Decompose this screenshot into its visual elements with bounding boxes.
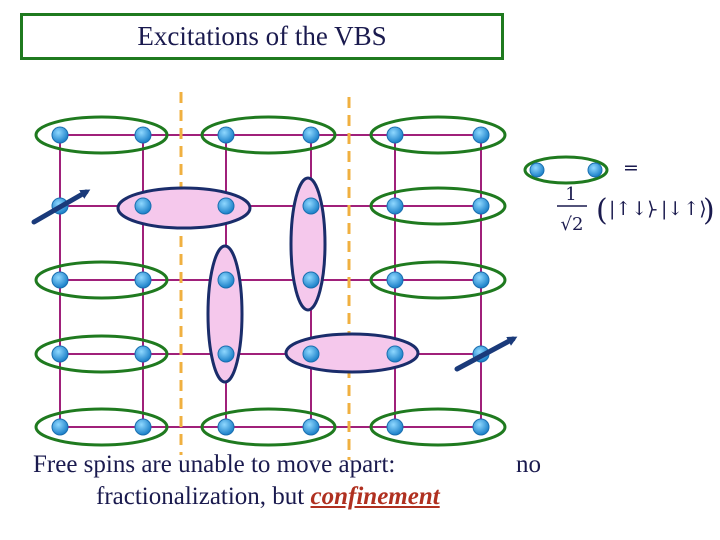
spin-site [217,126,235,144]
spin-site [217,418,235,436]
spin-site [217,271,235,289]
excited-dimer-vertical-right [289,176,327,312]
spin-site [134,126,152,144]
spin-site [217,345,235,363]
spin-site [302,197,320,215]
spin-site [302,345,320,363]
spin-site [386,271,404,289]
spin-site [386,418,404,436]
slide-title: Excitations of the VBS [20,13,504,60]
spin-site [386,197,404,215]
excited-dimer-horizontal-top [116,186,252,230]
legend-denominator: √2 [561,214,584,235]
spin-site [386,345,404,363]
caption-emphasis: confinement [310,483,440,510]
spin-site [302,126,320,144]
valence-bond-dimers [34,115,507,447]
legend-minus: - [651,198,657,220]
excited-dimers [116,176,420,384]
dimer [34,407,169,447]
spin-site [472,126,490,144]
spin-site [472,418,490,436]
free-spin-arrow-right [454,336,518,372]
spin-site [51,418,69,436]
caption-prefix: fractionalization, but [96,483,311,510]
legend-spin-left [529,162,545,178]
spin-site [134,418,152,436]
excited-dimer-horizontal-bottom [284,332,420,374]
dimer [34,260,169,300]
spin-site [134,345,152,363]
caption-line-2: fractionalization, but confinement [96,483,440,511]
dimer [200,407,337,447]
legend-dimer [523,155,609,185]
domain-walls [179,92,351,460]
free-spins [31,189,518,372]
caption-no: no [516,451,541,478]
lattice-bonds [59,134,482,428]
legend-equals: = [623,157,639,179]
dimer [369,260,507,300]
spin-site [472,271,490,289]
spin-site [302,271,320,289]
legend-spin-right [587,162,603,178]
spin-site [302,418,320,436]
caption-line-1: Free spins are unable to move apart: [33,451,396,478]
dimer [369,115,507,155]
dimer [34,334,169,374]
legend-numerator: 1 [565,184,576,205]
singlet-legend: = 1 √2 ( |↑↓⟩ - |↓↑⟩ ) [523,155,715,235]
dimer [369,186,507,226]
legend-paren-open: ( [596,193,608,228]
spin-site [134,271,152,289]
spin-site [217,197,235,215]
spin-site [51,271,69,289]
dimer [34,115,169,155]
legend-ket-down-up: |↓↑⟩ [661,198,707,220]
legend-ket-up-down: |↑↓⟩ [609,198,655,220]
dimer [369,407,507,447]
spin-site [51,345,69,363]
spin-site [472,197,490,215]
legend-paren-close: ) [703,193,715,228]
free-spin-arrow-left [31,189,91,225]
dimer [200,115,337,155]
spin-site [51,126,69,144]
spin-site [386,126,404,144]
spin-site [134,197,152,215]
